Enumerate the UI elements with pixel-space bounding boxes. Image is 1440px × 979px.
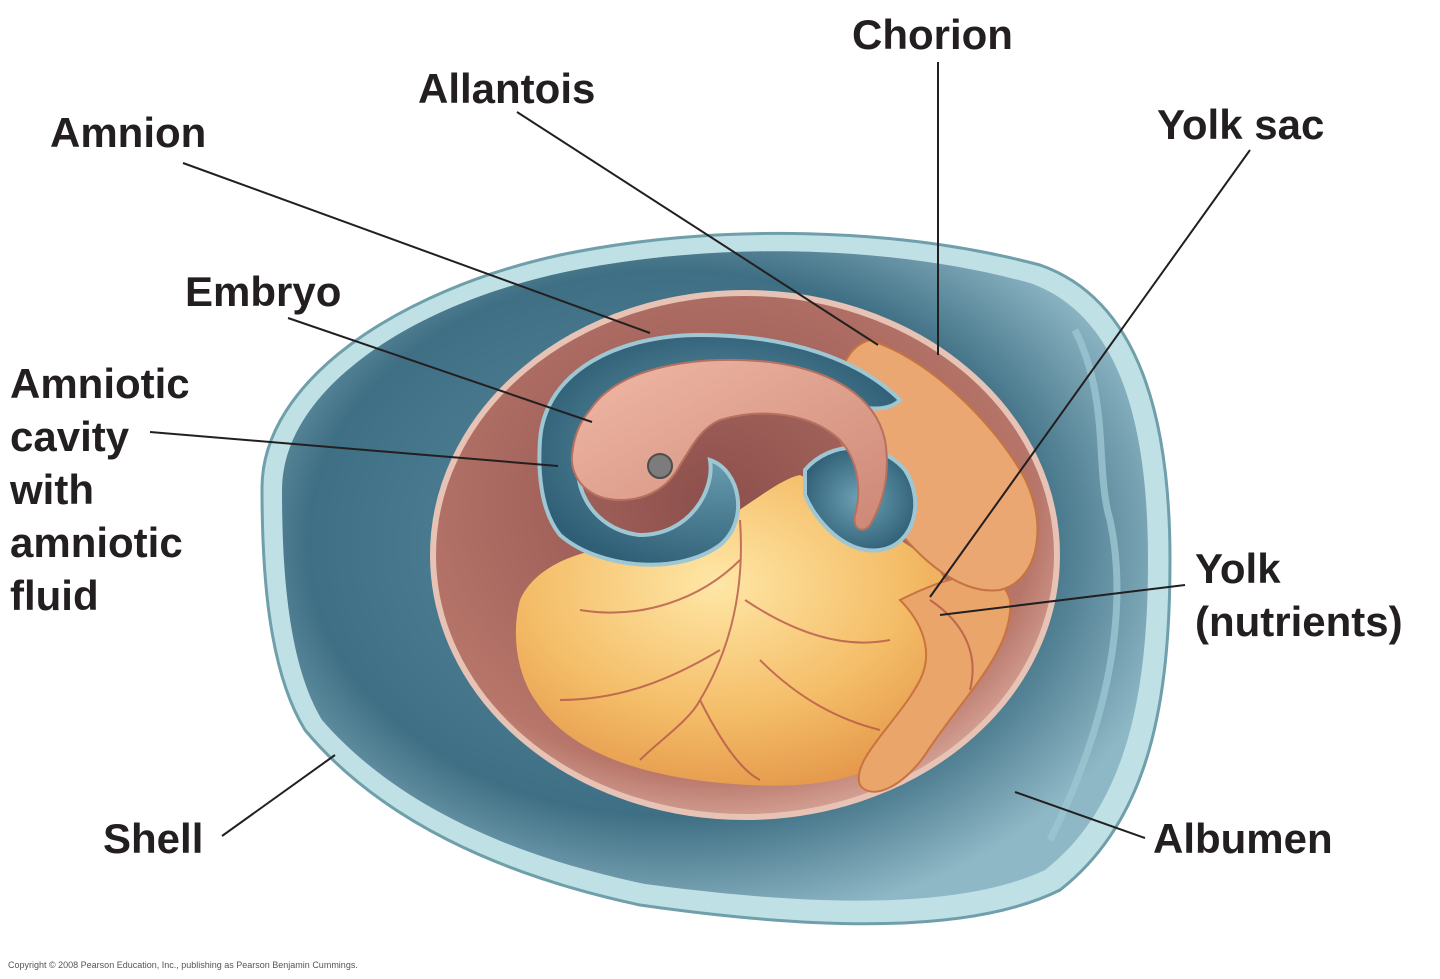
label-albumen: Albumen <box>1153 815 1333 862</box>
yolk-line-1: Yolk <box>1195 545 1281 592</box>
label-amnion: Amnion <box>50 109 207 156</box>
amniotic-cavity-line-4: amniotic <box>10 519 183 566</box>
label-yolk: Yolk (nutrients) <box>1195 542 1403 648</box>
amnion-leader <box>182 162 651 334</box>
yolk-sac-leader <box>929 149 1251 598</box>
copyright-notice: Copyright © 2008 Pearson Education, Inc.… <box>8 960 358 970</box>
allantois-leader <box>516 111 879 346</box>
shell-leader <box>221 754 336 837</box>
amniotic-cavity-line-1: Amniotic <box>10 360 190 407</box>
leader-lines <box>149 62 1251 839</box>
yolk-vessels <box>559 519 974 781</box>
yolk-leader <box>939 584 1186 616</box>
amniotic-cavity-line-3: with <box>10 466 94 513</box>
embryo-eye <box>647 453 673 479</box>
albumen-leader <box>1014 791 1146 839</box>
amniotic-cavity-line-5: fluid <box>10 572 99 619</box>
chalaza-band <box>1046 328 1121 842</box>
label-allantois: Allantois <box>418 65 596 112</box>
label-amniotic-cavity: Amniotic cavity with amniotic fluid <box>10 357 190 622</box>
embryo-leader <box>287 317 593 423</box>
label-embryo: Embryo <box>185 268 342 315</box>
label-chorion: Chorion <box>852 11 1013 58</box>
embryo <box>570 358 888 531</box>
label-yolk-sac: Yolk sac <box>1157 101 1325 148</box>
amniotic-cavity-leader <box>149 431 559 467</box>
label-shell: Shell <box>103 815 204 862</box>
yolk-line-2: (nutrients) <box>1195 598 1403 645</box>
amniotic-cavity-line-2: cavity <box>10 413 130 460</box>
